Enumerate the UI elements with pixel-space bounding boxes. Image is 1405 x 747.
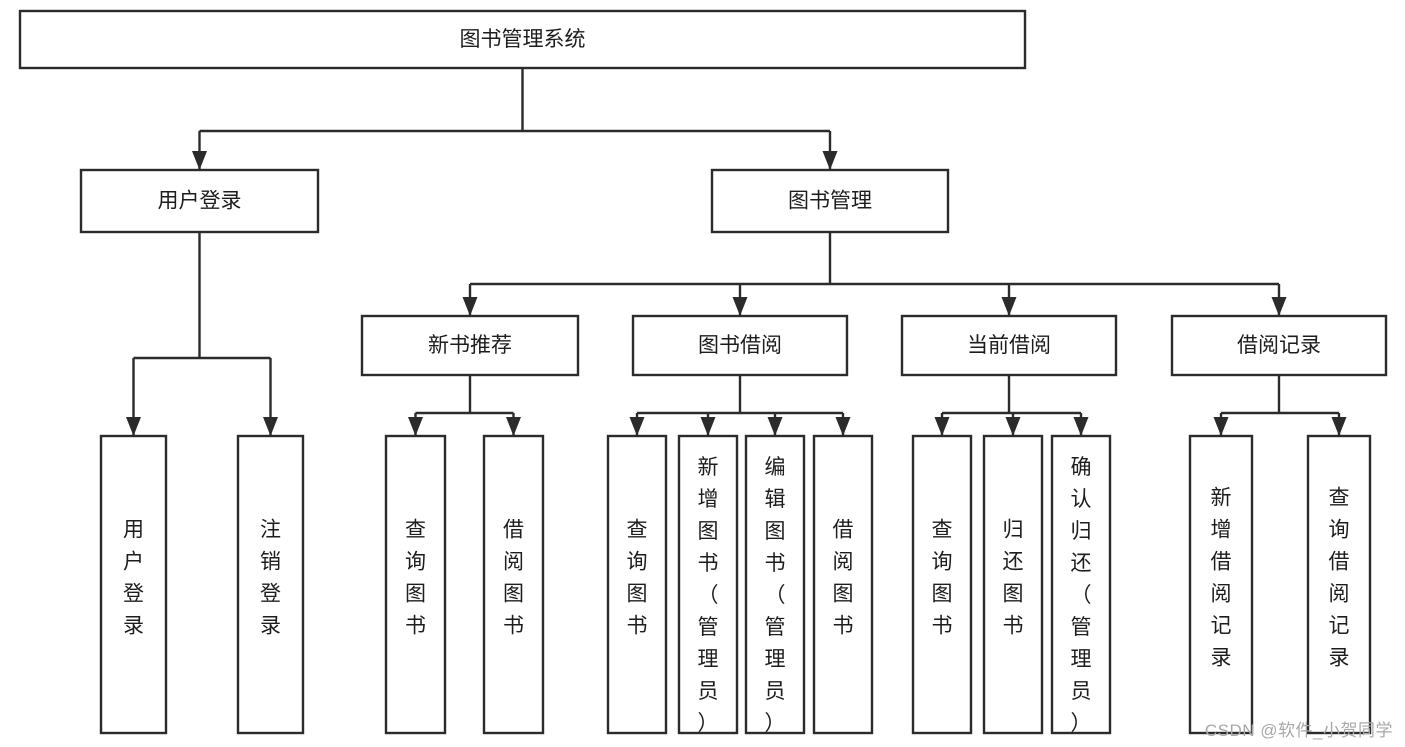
node-label-leaf-query-record: 查询借阅记录 <box>1329 487 1350 670</box>
edge-group-book-borrow <box>629 375 851 436</box>
node-book-manage[interactable]: 图书管理 <box>710 168 950 234</box>
node-box-leaf-query-record <box>1306 434 1372 735</box>
node-label-leaf-edit-book: 编辑图书（管理员） <box>765 456 786 735</box>
node-new-book-recommend[interactable]: 新书推荐 <box>360 314 580 377</box>
edge-group-new-book-recommend <box>408 375 521 436</box>
node-label-leaf-query-book-3: 查询图书 <box>932 519 953 638</box>
node-box-new-book-recommend <box>360 314 580 377</box>
node-current-borrow[interactable]: 当前借阅 <box>900 314 1118 377</box>
node-label-root: 图书管理系统 <box>460 28 586 51</box>
edges-layer <box>126 68 1347 436</box>
node-box-borrow-record <box>1170 314 1388 377</box>
node-box-leaf-query-book-2 <box>606 434 668 735</box>
node-leaf-logout[interactable]: 注销登录 <box>236 434 305 735</box>
node-label-leaf-logout: 注销登录 <box>260 519 281 638</box>
node-label-leaf-user-login: 用户登录 <box>123 519 144 638</box>
node-label-borrow-record: 借阅记录 <box>1237 334 1321 357</box>
node-label-book-borrow: 图书借阅 <box>698 334 782 357</box>
node-book-borrow[interactable]: 图书借阅 <box>631 314 849 377</box>
node-leaf-return-book[interactable]: 归还图书 <box>982 434 1044 735</box>
node-label-current-borrow: 当前借阅 <box>967 334 1051 357</box>
node-leaf-add-record[interactable]: 新增借阅记录 <box>1188 434 1254 735</box>
node-box-leaf-logout <box>236 434 305 735</box>
node-leaf-user-login[interactable]: 用户登录 <box>99 434 168 735</box>
node-leaf-add-book[interactable]: 新增图书（管理员） <box>677 434 739 735</box>
edge-group-current-borrow <box>934 375 1089 436</box>
edge-group-borrow-record <box>1213 375 1347 436</box>
node-label-leaf-query-book-2: 查询图书 <box>627 519 648 638</box>
node-borrow-record[interactable]: 借阅记录 <box>1170 314 1388 377</box>
edge-group-user-login <box>126 232 278 436</box>
node-box-root <box>18 9 1027 70</box>
node-box-leaf-edit-book <box>744 434 806 735</box>
node-label-leaf-borrow-book-1: 借阅图书 <box>503 519 524 638</box>
node-leaf-confirm-return[interactable]: 确认归还（管理员） <box>1050 434 1112 735</box>
node-user-login[interactable]: 用户登录 <box>79 168 320 234</box>
node-label-user-login: 用户登录 <box>158 190 242 213</box>
node-label-leaf-borrow-book-2: 借阅图书 <box>833 519 854 638</box>
node-label-book-manage: 图书管理 <box>788 190 872 213</box>
node-label-leaf-add-book: 新增图书（管理员） <box>698 456 719 735</box>
node-leaf-query-book-3[interactable]: 查询图书 <box>911 434 973 735</box>
node-box-leaf-add-record <box>1188 434 1254 735</box>
edge-group-book-manage <box>462 232 1287 316</box>
node-leaf-edit-book[interactable]: 编辑图书（管理员） <box>744 434 806 735</box>
node-label-leaf-add-record: 新增借阅记录 <box>1211 487 1232 670</box>
node-box-leaf-borrow-book-1 <box>482 434 545 735</box>
node-box-leaf-add-book <box>677 434 739 735</box>
node-label-leaf-return-book: 归还图书 <box>1003 519 1024 638</box>
node-box-current-borrow <box>900 314 1118 377</box>
node-box-leaf-confirm-return <box>1050 434 1112 735</box>
node-leaf-borrow-book-2[interactable]: 借阅图书 <box>812 434 874 735</box>
node-box-leaf-query-book-1 <box>384 434 447 735</box>
node-box-leaf-borrow-book-2 <box>812 434 874 735</box>
node-label-leaf-query-book-1: 查询图书 <box>405 519 426 638</box>
node-leaf-query-book-2[interactable]: 查询图书 <box>606 434 668 735</box>
node-box-user-login <box>79 168 320 234</box>
node-box-leaf-user-login <box>99 434 168 735</box>
node-box-book-manage <box>710 168 950 234</box>
nodes-layer: 图书管理系统用户登录图书管理新书推荐图书借阅当前借阅借阅记录用户登录注销登录查询… <box>18 9 1388 735</box>
node-leaf-query-record[interactable]: 查询借阅记录 <box>1306 434 1372 735</box>
node-box-leaf-query-book-3 <box>911 434 973 735</box>
node-leaf-query-book-1[interactable]: 查询图书 <box>384 434 447 735</box>
node-box-leaf-return-book <box>982 434 1044 735</box>
edge-group-root <box>192 68 838 170</box>
node-label-new-book-recommend: 新书推荐 <box>428 334 512 357</box>
node-leaf-borrow-book-1[interactable]: 借阅图书 <box>482 434 545 735</box>
node-root[interactable]: 图书管理系统 <box>18 9 1027 70</box>
node-label-leaf-confirm-return: 确认归还（管理员） <box>1071 456 1092 735</box>
node-box-book-borrow <box>631 314 849 377</box>
